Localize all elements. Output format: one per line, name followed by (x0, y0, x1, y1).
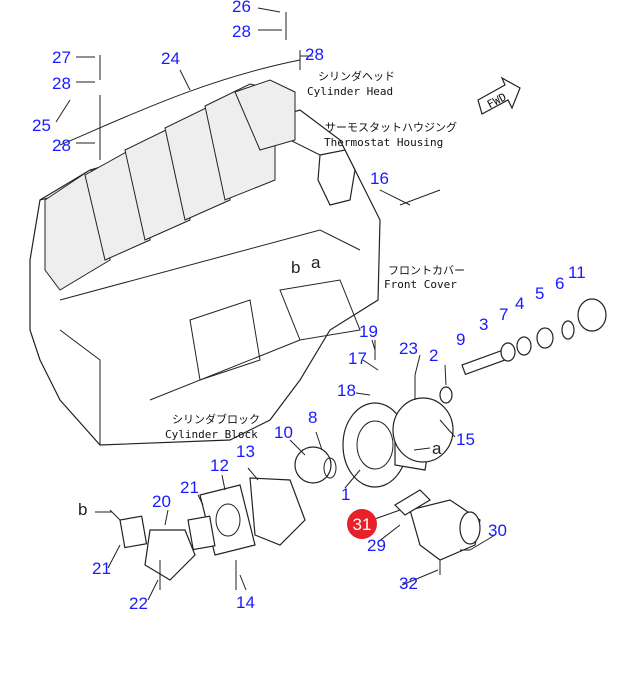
part-label[interactable]: 3 (479, 315, 488, 334)
ref-mark-b: b (78, 500, 87, 519)
elbow-29-drawing (409, 499, 481, 561)
cylinder-block-caption-jp: シリンダブロック (172, 412, 260, 426)
ref-mark-b: b (291, 258, 300, 277)
part-label[interactable]: 30 (488, 521, 507, 540)
part-label[interactable]: 16 (370, 169, 389, 188)
fwd-arrow: FWD (477, 76, 521, 115)
cylinder-head-caption-jp: シリンダヘッド (318, 69, 395, 83)
thermostat-housing-caption: Thermostat Housing (324, 136, 443, 149)
o-ring-15-drawing (392, 397, 454, 463)
thermostat-housing-caption-jp: サーモスタットハウジング (325, 120, 457, 134)
ref-mark-a: a (432, 439, 442, 458)
part-label[interactable]: 28 (52, 136, 71, 155)
part-label[interactable]: 23 (399, 339, 418, 358)
part-label[interactable]: 21 (180, 478, 199, 497)
part-label[interactable]: 10 (274, 423, 293, 442)
part-label[interactable]: 7 (499, 305, 508, 324)
highlight-marker (347, 509, 377, 539)
part-label[interactable]: 28 (52, 74, 71, 93)
part-label[interactable]: 25 (32, 116, 51, 135)
thermostat-housing-drawing (317, 149, 356, 206)
part-label[interactable]: 28 (232, 22, 251, 41)
part-label[interactable]: 18 (337, 381, 356, 400)
part-label[interactable]: 28 (305, 45, 324, 64)
part-label[interactable]: 24 (161, 49, 180, 68)
ref-mark-a: a (311, 253, 321, 272)
part-label[interactable]: 26 (232, 0, 251, 16)
part-label[interactable]: 20 (152, 492, 171, 511)
part-label[interactable]: 6 (555, 274, 564, 293)
front-cover-caption: Front Cover (384, 278, 457, 291)
part-label[interactable]: 15 (456, 430, 475, 449)
elbow-20-drawing (144, 529, 196, 581)
part-number-labels: 26 28 28 27 28 24 25 28 16 11 6 5 4 7 3 … (32, 0, 586, 613)
cylinder-head-caption: Cylinder Head (307, 85, 393, 98)
part-label[interactable]: 21 (92, 559, 111, 578)
part-label[interactable]: 27 (52, 48, 71, 67)
part-label[interactable]: 32 (399, 574, 418, 593)
part-label[interactable]: 2 (429, 346, 438, 365)
part-label[interactable]: 9 (456, 330, 465, 349)
part-label[interactable]: 14 (236, 593, 255, 612)
cylinder-head-drawing (44, 59, 301, 291)
front-cover-caption-jp: フロントカバー (388, 264, 465, 277)
part-label[interactable]: 1 (341, 485, 350, 504)
shaft-parts-drawing (439, 298, 607, 404)
part-label[interactable]: 29 (367, 536, 386, 555)
part-label[interactable]: 19 (359, 322, 378, 341)
part-label[interactable]: 5 (535, 284, 544, 303)
cylinder-block-caption: Cylinder Block (165, 428, 258, 441)
part-label-31: 31 (353, 515, 372, 534)
part-label[interactable]: 4 (515, 294, 524, 313)
impeller-drawing (294, 446, 332, 484)
gasket-13-drawing (249, 477, 306, 546)
highlighted-part-31[interactable]: 31 (347, 509, 377, 539)
part-label[interactable]: 12 (210, 456, 229, 475)
part-label[interactable]: 22 (129, 594, 148, 613)
part-label[interactable]: 8 (308, 408, 317, 427)
part-label[interactable]: 11 (568, 263, 586, 282)
part-label[interactable]: 13 (236, 442, 255, 461)
part-label[interactable]: 17 (348, 349, 367, 368)
